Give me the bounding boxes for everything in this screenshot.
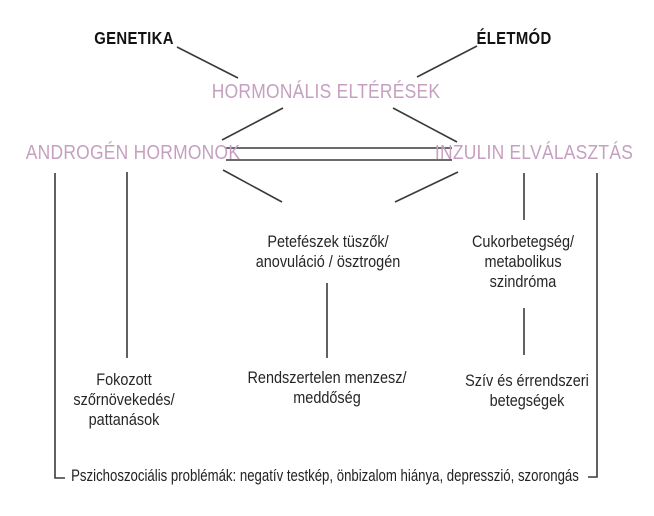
node-cukorbetegseg: Cukorbetegség/ metabolikus szindróma: [472, 232, 574, 292]
node-pszichoszocialis-label: Pszichoszociális problémák: negatív test…: [71, 467, 579, 485]
node-pszichoszocialis: Pszichoszociális problémák: negatív test…: [71, 466, 579, 486]
node-szornovekedes-line-3: pattanások: [88, 410, 160, 429]
node-menzesz: Rendszertelen menzesz/ meddőség: [247, 368, 406, 408]
node-eletmod-label: ÉLETMÓD: [476, 28, 552, 48]
node-szornovekedes-line-2: szőrnövekedés/: [73, 390, 175, 409]
node-petefeszek-line-2: anovuláció / ösztrogén: [255, 252, 401, 271]
node-hormonalis-elteresek: HORMONÁLIS ELTÉRÉSEK: [211, 80, 441, 103]
node-cukorbetegseg-line-1: Cukorbetegség/: [471, 232, 575, 251]
line-inzulin-to-petefeszek: [394, 171, 459, 203]
node-hormonalis-label: HORMONÁLIS ELTÉRÉSEK: [211, 80, 441, 103]
node-genetika-label: GENETIKA: [94, 28, 174, 48]
bracket-right: [588, 173, 598, 478]
node-sziv-errendszeri: Szív és érrendszeri betegségek: [465, 371, 589, 411]
line-hormonalis-to-androgen: [221, 107, 284, 141]
node-menzesz-line-1: Rendszertelen menzesz/: [247, 368, 407, 387]
node-androgen-label: ANDROGÉN HORMONOK: [25, 141, 241, 164]
node-cukorbetegseg-line-2: metabolikus: [484, 252, 562, 271]
node-szornovekedes: Fokozott szőrnövekedés/ pattanások: [73, 370, 174, 430]
node-inzulin-label: INZULIN ELVÁLASZTÁS: [434, 141, 634, 164]
node-inzulin-elvalasztas: INZULIN ELVÁLASZTÁS: [434, 141, 634, 164]
node-menzesz-line-2: meddőség: [293, 388, 361, 407]
node-sziv-line-1: Szív és érrendszeri: [465, 371, 589, 390]
line-hormonalis-to-inzulin: [392, 107, 458, 143]
line-genetika-to-hormonalis: [176, 46, 239, 79]
node-cukorbetegseg-line-3: szindróma: [489, 272, 557, 291]
node-szornovekedes-line-1: Fokozott: [96, 370, 152, 389]
node-petefeszek: Petefészek tüszők/ anovuláció / ösztrogé…: [256, 232, 401, 272]
node-petefeszek-line-1: Petefészek tüszők/: [267, 232, 389, 251]
node-genetika: GENETIKA: [94, 28, 174, 48]
bracket-left: [54, 173, 65, 479]
node-androgen-hormonok: ANDROGÉN HORMONOK: [25, 141, 241, 164]
node-eletmod: ÉLETMÓD: [476, 28, 551, 48]
line-eletmod-to-hormonalis: [416, 45, 478, 78]
node-sziv-line-2: betegségek: [489, 391, 565, 410]
line-androgen-to-petefeszek: [222, 169, 283, 203]
